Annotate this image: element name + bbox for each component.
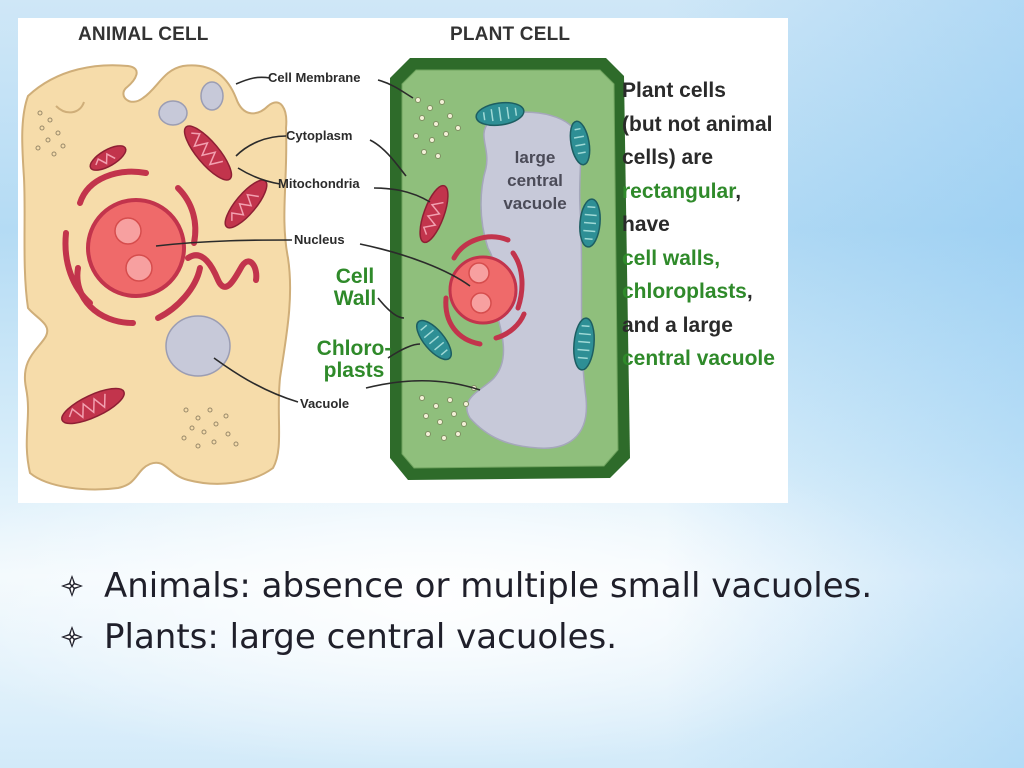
animal-vacuole-small-1 (158, 100, 188, 126)
leader-lines (155, 76, 481, 403)
note-line-3: cells) are (622, 146, 714, 169)
plant-nucleus (443, 234, 527, 347)
note-line-4: rectangular, (622, 175, 792, 209)
animal-cell-heading: ANIMAL CELL (78, 24, 209, 45)
plant-chloroplast-4 (416, 319, 452, 361)
note-rectangular-comma: , (735, 179, 742, 203)
mitochondria-label: Mitochondria (278, 176, 360, 191)
note-line-6: cell walls, (622, 246, 721, 270)
plant-chloroplast-1 (475, 101, 525, 127)
cell-membrane-label: Cell Membrane (268, 70, 361, 85)
vacuole-label: Vacuole (300, 396, 350, 411)
cell-wall-label-line2: Wall (333, 287, 377, 310)
note-line-8: and a large (622, 313, 733, 337)
bullet-text: Plants: large central vacuoles. (104, 616, 618, 657)
central-vacuole-label: large central vacuole (490, 146, 580, 215)
nucleus-label: Nucleus (294, 232, 345, 247)
central-vacuole-label-line3: vacuole (503, 194, 567, 213)
cell-diagram-art (21, 58, 630, 491)
plant-cell-note: Plant cells (but not animal cells) are r… (622, 74, 792, 376)
animal-vacuole-small-2 (200, 81, 224, 111)
chloroplasts-label-line1: Chloro- (316, 337, 392, 360)
animal-granules (35, 110, 239, 449)
diamond-bullet-icon (61, 574, 83, 597)
bullet-list: Animals: absence or multiple small vacuo… (60, 560, 1000, 662)
note-line-1: Plant cells (622, 79, 726, 102)
animal-mitochondrion-3 (89, 145, 127, 171)
central-vacuole-label-line1: large (514, 148, 556, 167)
plant-chloroplast-2 (569, 120, 591, 166)
note-line-2: (but not animal (622, 112, 773, 136)
animal-nucleus (62, 168, 260, 326)
note-chloroplasts: chloroplasts (622, 280, 747, 303)
note-line-5: have (622, 213, 670, 236)
central-vacuole-label-line2: central (507, 171, 563, 190)
bullet-text: Animals: absence or multiple small vacuo… (104, 565, 873, 606)
animal-mitochondrion-4 (61, 387, 125, 425)
cell-diagram: ANIMAL CELL PLANT CELL Cell Membrane Cyt… (18, 18, 788, 503)
plant-granules (413, 97, 477, 441)
animal-mitochondrion-1 (183, 125, 233, 181)
chloroplasts-label-line2: plasts (323, 359, 385, 382)
plant-mitochondrion (419, 184, 449, 244)
plant-cell-heading: PLANT CELL (450, 24, 571, 45)
note-rectangular: rectangular (622, 179, 736, 203)
diamond-bullet-icon (61, 625, 83, 648)
cytoplasm-label: Cytoplasm (286, 128, 353, 143)
note-line-7: chloroplasts, (622, 275, 792, 309)
bullet-item: Animals: absence or multiple small vacuo… (60, 560, 1000, 611)
animal-vacuole-large (165, 315, 231, 377)
bullet-item: Plants: large central vacuoles. (60, 611, 1000, 662)
cell-wall-label: Cell Wall (332, 266, 378, 310)
plant-chloroplast-3 (579, 198, 601, 248)
cell-wall-label-line1: Cell (335, 265, 375, 288)
note-line-9: central vacuole (622, 347, 775, 370)
plant-chloroplast-5 (573, 317, 595, 371)
chloroplasts-label: Chloro- plasts (314, 338, 394, 382)
note-chloroplasts-comma: , (746, 280, 753, 303)
